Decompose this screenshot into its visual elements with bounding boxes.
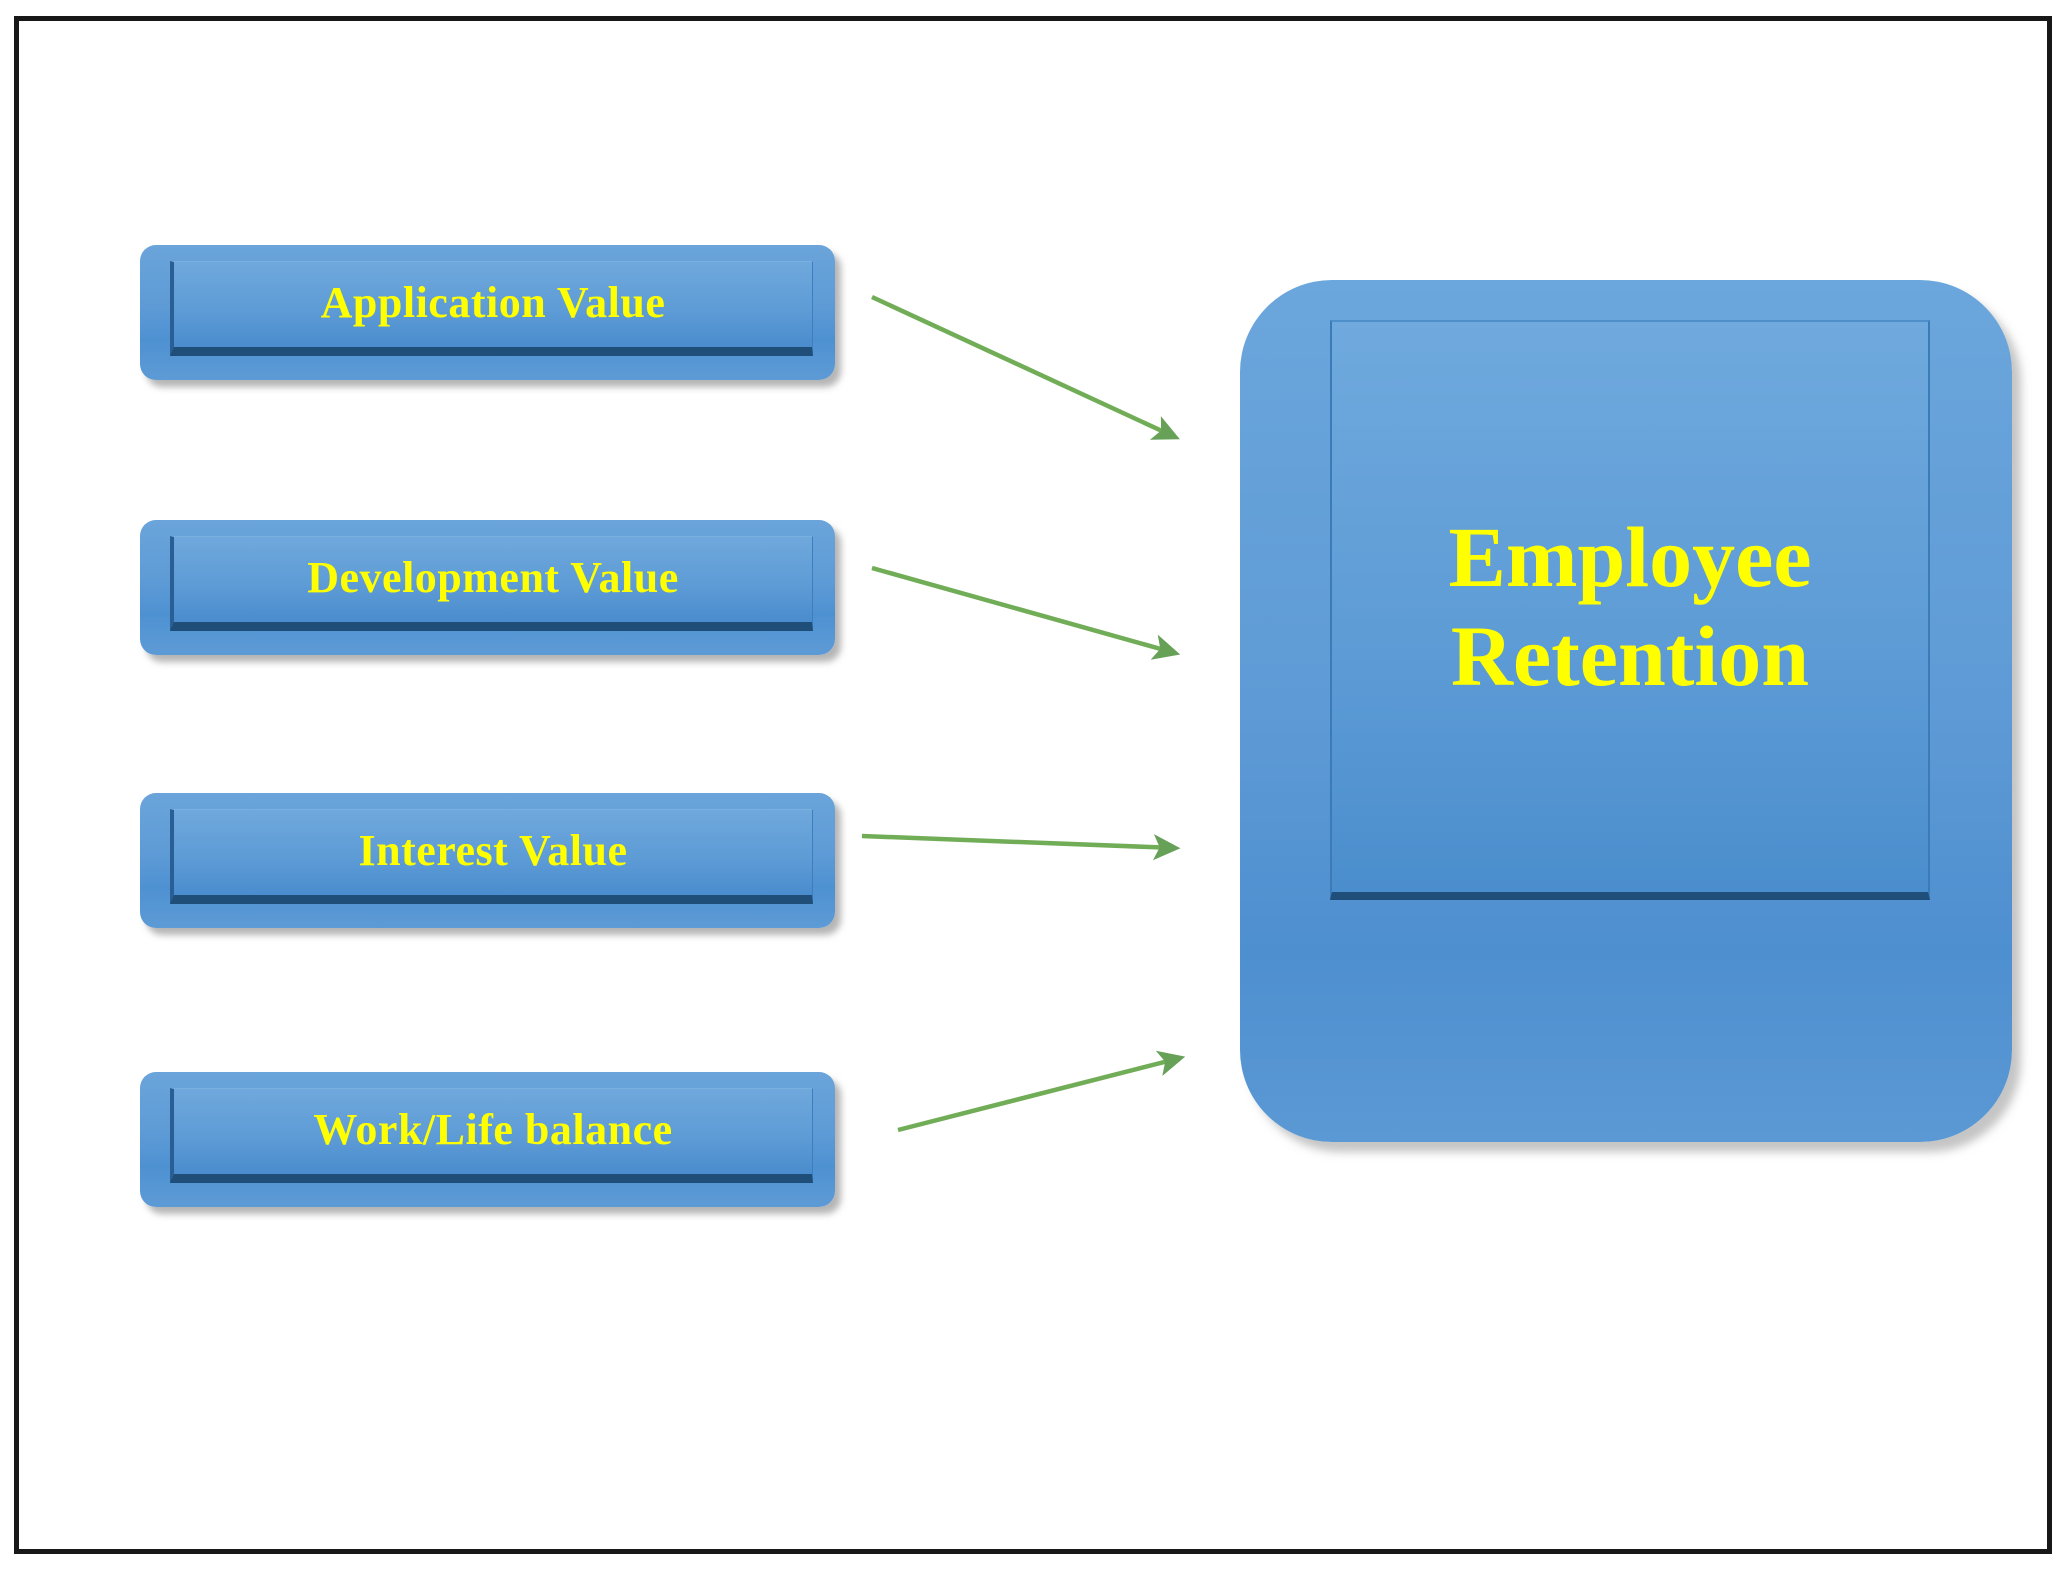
factor-box-inner-panel: Development Value — [170, 536, 813, 631]
factor-box-work-life-balance[interactable]: Work/Life balance — [140, 1072, 835, 1207]
factor-box-application-value[interactable]: Application Value — [140, 245, 835, 380]
factor-label-interest-value: Interest Value — [358, 825, 628, 875]
outcome-box-inner-panel: Employee Retention — [1330, 320, 1930, 900]
outcome-label-line-1: Employee — [1448, 509, 1812, 606]
factor-box-inner-panel: Interest Value — [170, 809, 813, 904]
factor-label-application-value: Application Value — [320, 277, 666, 327]
factor-box-inner-panel: Work/Life balance — [170, 1088, 813, 1183]
factor-box-development-value[interactable]: Development Value — [140, 520, 835, 655]
factor-box-interest-value[interactable]: Interest Value — [140, 793, 835, 928]
diagram-border-frame — [14, 16, 2052, 1554]
factor-label-development-value: Development Value — [307, 552, 679, 602]
factor-label-work-life-balance: Work/Life balance — [313, 1104, 673, 1154]
outcome-box-employee-retention[interactable]: Employee Retention — [1240, 280, 2012, 1142]
outcome-label-line-2: Retention — [1450, 608, 1810, 704]
factor-box-inner-panel: Application Value — [170, 261, 813, 356]
